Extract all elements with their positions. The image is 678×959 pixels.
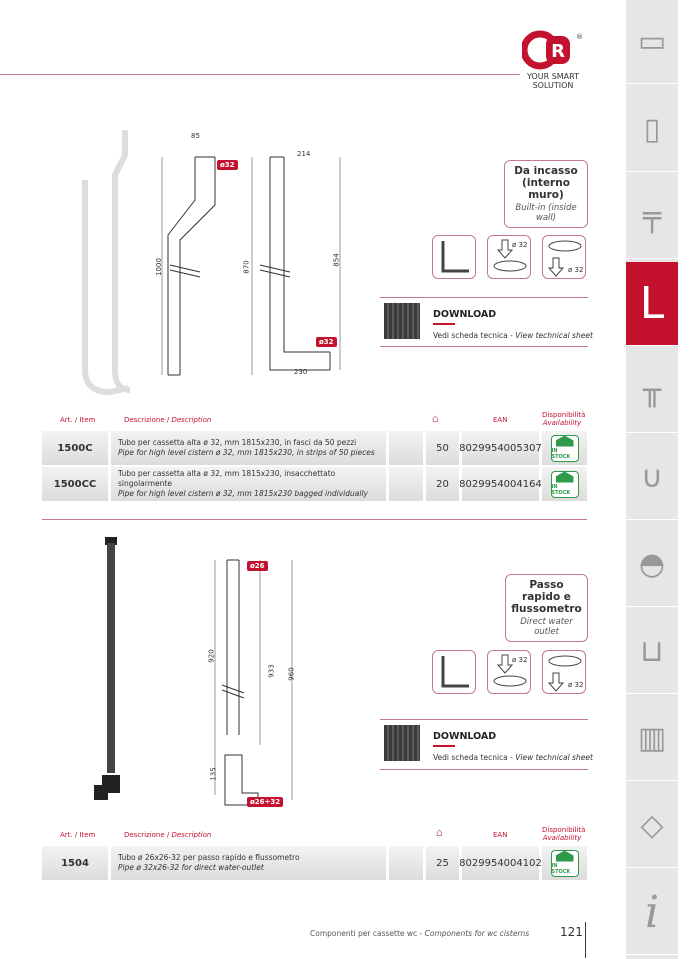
dim-base-width: 230 bbox=[294, 368, 308, 376]
category-box-built-in: Da incasso (interno muro) Built-in (insi… bbox=[504, 160, 588, 228]
cistern-icon[interactable]: ▭ bbox=[626, 0, 678, 84]
brand-logo: R® bbox=[520, 30, 583, 92]
cabinet-icon[interactable]: ▥ bbox=[626, 697, 678, 781]
pipe-drawing-1500c bbox=[82, 130, 341, 396]
item-code: 1500CC bbox=[42, 467, 108, 501]
sink-icon[interactable]: ⊔ bbox=[626, 610, 678, 694]
download-block[interactable]: DOWNLOAD Vedi scheda tecnica - View tech… bbox=[433, 309, 593, 340]
siphon-icon[interactable]: ∪ bbox=[626, 436, 678, 520]
dim-h4: 135 bbox=[209, 767, 218, 781]
download-subtitle[interactable]: Vedi scheda tecnica - View technical she… bbox=[433, 331, 593, 340]
dim-h3: 960 bbox=[287, 667, 296, 681]
wall-pipe-icon bbox=[432, 235, 476, 279]
header-rule bbox=[0, 74, 520, 75]
dim-height-right: 854 bbox=[332, 253, 341, 267]
pipe-icon-label: L bbox=[639, 278, 665, 329]
header-item: Art. / Item bbox=[60, 831, 96, 839]
download-block[interactable]: DOWNLOAD Vedi scheda tecnica - View tech… bbox=[433, 731, 593, 762]
download-title[interactable]: DOWNLOAD bbox=[433, 309, 497, 320]
category-title: Passo rapido e flussometro bbox=[511, 579, 582, 615]
shower-box-icon[interactable]: ◇ bbox=[626, 784, 678, 868]
flush-valve-icon[interactable]: ╥ bbox=[626, 349, 678, 433]
svg-text:R: R bbox=[551, 41, 565, 62]
dim-h1: 920 bbox=[207, 649, 216, 663]
diameter-badge-top: ø26 bbox=[247, 561, 268, 571]
dim-top-width: 85 bbox=[191, 132, 200, 140]
inlet-diameter-label: ø 32 bbox=[512, 656, 528, 664]
item-description: Tubo per cassetta alta ø 32, mm 1815x230… bbox=[111, 431, 386, 465]
item-code: 1504 bbox=[42, 846, 108, 880]
svg-text:®: ® bbox=[576, 33, 582, 41]
outlet-diameter-label: ø 32 bbox=[568, 266, 584, 274]
item-description: Tubo per cassetta alta ø 32, mm 1815x230… bbox=[111, 467, 386, 501]
category-subtitle: Direct water outlet bbox=[520, 617, 573, 637]
inlet-diameter-label: ø 32 bbox=[512, 241, 528, 249]
dim-height-mid: 870 bbox=[242, 260, 251, 274]
header-description: Descrizione / Description bbox=[124, 831, 212, 839]
diameter-badge-bottom: ø32 bbox=[316, 337, 337, 347]
category-title: Da incasso (interno muro) bbox=[514, 165, 578, 201]
item-ean: 8029954004164 bbox=[459, 467, 542, 501]
stock-badge: IN STOCK bbox=[542, 467, 587, 501]
diameter-badge-top: ø32 bbox=[217, 160, 238, 170]
category-subtitle: Built-in (inside wall) bbox=[515, 203, 577, 223]
dim-width-right: 214 bbox=[297, 150, 311, 158]
download-title[interactable]: DOWNLOAD bbox=[433, 731, 497, 742]
wall-pipe-icon bbox=[432, 650, 476, 694]
footer-text: Componenti per cassette wc - Components … bbox=[310, 929, 530, 938]
pipe-icon[interactable]: L bbox=[626, 262, 678, 346]
page-number: 121 bbox=[560, 925, 583, 939]
header-ean: EAN bbox=[493, 831, 508, 839]
fill-valve-icon[interactable]: ╤ bbox=[626, 175, 678, 259]
info-icon[interactable]: i bbox=[626, 871, 678, 955]
item-quantity: 20 bbox=[426, 467, 459, 501]
diameter-badge-bottom: ø26÷32 bbox=[247, 797, 284, 807]
item-ean: 8029954004102 bbox=[459, 846, 542, 880]
footer-divider bbox=[585, 922, 586, 958]
package-icon: ⌂ bbox=[432, 412, 439, 425]
flush-plate-icon[interactable]: ▯ bbox=[626, 88, 678, 172]
toilet-seat-icon[interactable]: ◓ bbox=[626, 523, 678, 607]
header-item: Art. / Item bbox=[60, 416, 96, 424]
qr-code[interactable] bbox=[384, 725, 420, 761]
item-quantity: 50 bbox=[426, 431, 459, 465]
outlet-diameter-label: ø 32 bbox=[568, 681, 584, 689]
inlet-diameter-icon: ø 32 bbox=[487, 235, 531, 279]
info-label: i bbox=[644, 887, 660, 938]
section-divider bbox=[42, 519, 587, 520]
pipe-drawing-1504 bbox=[94, 537, 293, 806]
dim-height-left: 1000 bbox=[154, 258, 163, 276]
header-description: Descrizione / Description bbox=[124, 416, 212, 424]
outlet-diameter-icon: ø 32 bbox=[542, 650, 586, 694]
outlet-diameter-icon: ø 32 bbox=[542, 235, 586, 279]
stock-badge: IN STOCK bbox=[542, 846, 587, 880]
item-description: Tubo ø 26x26-32 per passo rapido e fluss… bbox=[111, 846, 386, 880]
inlet-diameter-icon: ø 32 bbox=[487, 650, 531, 694]
qr-code[interactable] bbox=[384, 303, 420, 339]
item-ean: 8029954005307 bbox=[459, 431, 542, 465]
package-icon: ⌂ bbox=[436, 826, 443, 839]
category-sidebar: ▭ ▯ ╤ L ╥ ∪ ◓ ⊔ ▥ ◇ i bbox=[626, 0, 678, 959]
dim-h2: 933 bbox=[267, 664, 276, 678]
header-ean: EAN bbox=[493, 416, 508, 424]
download-subtitle[interactable]: Vedi scheda tecnica - View technical she… bbox=[433, 753, 593, 762]
stock-badge: IN STOCK bbox=[542, 431, 587, 465]
category-box-direct-outlet: Passo rapido e flussometro Direct water … bbox=[505, 574, 588, 642]
item-code: 1500C bbox=[42, 431, 108, 465]
item-quantity: 25 bbox=[426, 846, 459, 880]
